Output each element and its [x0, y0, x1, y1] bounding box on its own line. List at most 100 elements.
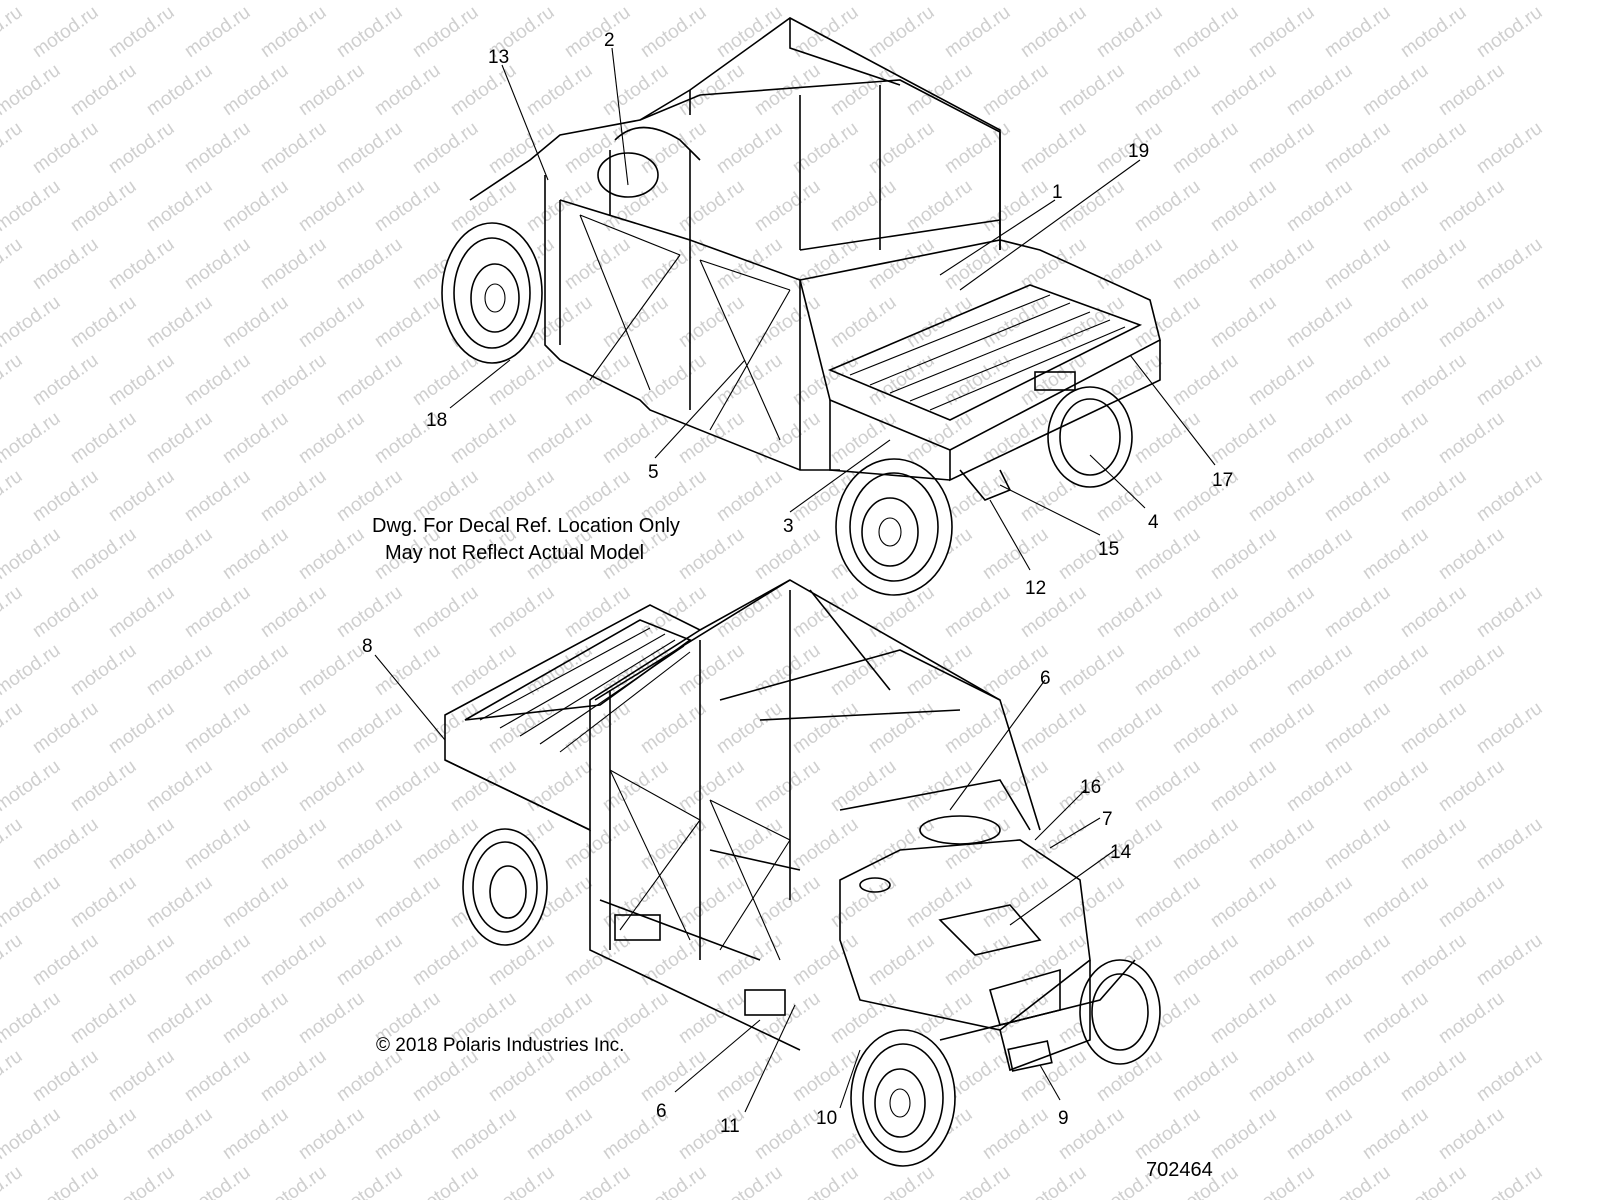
watermark-text: motod.ru: [1435, 0, 1508, 4]
watermark-text: motod.ru: [903, 176, 976, 236]
watermark-text: motod.ru: [1435, 756, 1508, 816]
watermark-text: motod.ru: [0, 1162, 26, 1200]
watermark-text: motod.ru: [827, 0, 900, 4]
watermark-text: motod.ru: [295, 988, 368, 1048]
watermark-text: motod.ru: [523, 0, 596, 4]
watermark-text: motod.ru: [1435, 1104, 1508, 1164]
watermark-text: motod.ru: [1245, 582, 1318, 642]
watermark-text: motod.ru: [1397, 350, 1470, 410]
watermark-text: motod.ru: [0, 176, 64, 236]
watermark-text: motod.ru: [1359, 292, 1432, 352]
watermark-text: motod.ru: [0, 1104, 64, 1164]
watermark-text: motod.ru: [143, 640, 216, 700]
watermark-text: motod.ru: [181, 698, 254, 758]
watermark-text: motod.ru: [181, 1046, 254, 1106]
watermark-text: motod.ru: [67, 176, 140, 236]
callout-label: 18: [426, 410, 447, 431]
watermark-text: motod.ru: [1321, 466, 1394, 526]
watermark-text: motod.ru: [219, 1104, 292, 1164]
watermark-text: motod.ru: [105, 582, 178, 642]
watermark-text: motod.ru: [181, 930, 254, 990]
vehicle-bottom-illustration: [444, 579, 1161, 1167]
wheel-icon: [1079, 959, 1161, 1065]
watermark-text: motod.ru: [143, 176, 216, 236]
watermark-text: motod.ru: [181, 2, 254, 62]
watermark-text: motod.ru: [941, 698, 1014, 758]
watermark-text: motod.ru: [827, 756, 900, 816]
watermark-text: motod.ru: [105, 2, 178, 62]
watermark-text: motod.ru: [865, 930, 938, 990]
vehicle-top-illustration: [441, 17, 1161, 596]
watermark-text: motod.ru: [751, 988, 824, 1048]
watermark-text: motod.ru: [105, 1162, 178, 1200]
watermark-text: motod.ru: [1321, 350, 1394, 410]
watermark-text: motod.ru: [675, 524, 748, 584]
copyright-text: © 2018 Polaris Industries Inc.: [376, 1035, 624, 1056]
watermark-text: motod.ru: [1359, 988, 1432, 1048]
watermark-text: motod.ru: [1169, 698, 1242, 758]
watermark-text: motod.ru: [1169, 350, 1242, 410]
callout-label: 6: [656, 1101, 667, 1122]
watermark-text: motod.ru: [0, 524, 64, 584]
watermark-text: motod.ru: [1321, 698, 1394, 758]
callout-label: 19: [1128, 141, 1149, 162]
watermark-text: motod.ru: [105, 234, 178, 294]
watermark-text: motod.ru: [333, 698, 406, 758]
watermark-text: motod.ru: [713, 1162, 786, 1200]
watermark-text: motod.ru: [1473, 2, 1546, 62]
callout-label: 3: [783, 516, 794, 537]
watermark-text: motod.ru: [599, 0, 672, 4]
watermark-text: motod.ru: [409, 582, 482, 642]
watermark-text: motod.ru: [1169, 1046, 1242, 1106]
watermark-text: motod.ru: [1131, 1104, 1204, 1164]
watermark-text: motod.ru: [371, 292, 444, 352]
watermark-text: motod.ru: [1131, 60, 1204, 120]
watermark-text: motod.ru: [1245, 1162, 1318, 1200]
watermark-text: motod.ru: [941, 234, 1014, 294]
watermark-text: motod.ru: [371, 756, 444, 816]
watermark-text: motod.ru: [1017, 1162, 1090, 1200]
watermark-text: motod.ru: [1131, 0, 1204, 4]
watermark-text: motod.ru: [1055, 640, 1128, 700]
watermark-text: motod.ru: [1207, 176, 1280, 236]
watermark-text: motod.ru: [751, 640, 824, 700]
watermark-text: motod.ru: [67, 988, 140, 1048]
watermark-text: motod.ru: [1473, 698, 1546, 758]
watermark-text: motod.ru: [751, 0, 824, 4]
watermark-text: motod.ru: [29, 234, 102, 294]
watermark-text: motod.ru: [1321, 1162, 1394, 1200]
watermark-text: motod.ru: [561, 2, 634, 62]
watermark-text: motod.ru: [1055, 176, 1128, 236]
watermark-text: motod.ru: [1321, 1046, 1394, 1106]
watermark-text: motod.ru: [409, 118, 482, 178]
watermark-text: motod.ru: [1397, 930, 1470, 990]
watermark-text: motod.ru: [29, 814, 102, 874]
watermark-text: motod.ru: [29, 466, 102, 526]
watermark-text: motod.ru: [333, 234, 406, 294]
watermark-text: motod.ru: [67, 408, 140, 468]
watermark-text: motod.ru: [1283, 988, 1356, 1048]
watermark-text: motod.ru: [789, 582, 862, 642]
callout-label: 5: [648, 462, 659, 483]
watermark-text: motod.ru: [1435, 872, 1508, 932]
watermark-text: motod.ru: [0, 118, 26, 178]
watermark-text: motod.ru: [1359, 756, 1432, 816]
watermark-text: motod.ru: [1435, 640, 1508, 700]
watermark-text: motod.ru: [29, 698, 102, 758]
watermark-text: motod.ru: [1283, 0, 1356, 4]
watermark-text: motod.ru: [1017, 930, 1090, 990]
callout-label: 10: [816, 1108, 837, 1129]
watermark-text: motod.ru: [219, 292, 292, 352]
callout-label: 7: [1102, 809, 1113, 830]
watermark-text: motod.ru: [713, 2, 786, 62]
watermark-text: motod.ru: [1245, 814, 1318, 874]
watermark-text: motod.ru: [29, 118, 102, 178]
watermark-text: motod.ru: [295, 176, 368, 236]
watermark-text: motod.ru: [485, 582, 558, 642]
watermark-text: motod.ru: [1055, 0, 1128, 4]
watermark-text: motod.ru: [865, 1162, 938, 1200]
watermark-text: motod.ru: [409, 2, 482, 62]
watermark-text: motod.ru: [675, 176, 748, 236]
